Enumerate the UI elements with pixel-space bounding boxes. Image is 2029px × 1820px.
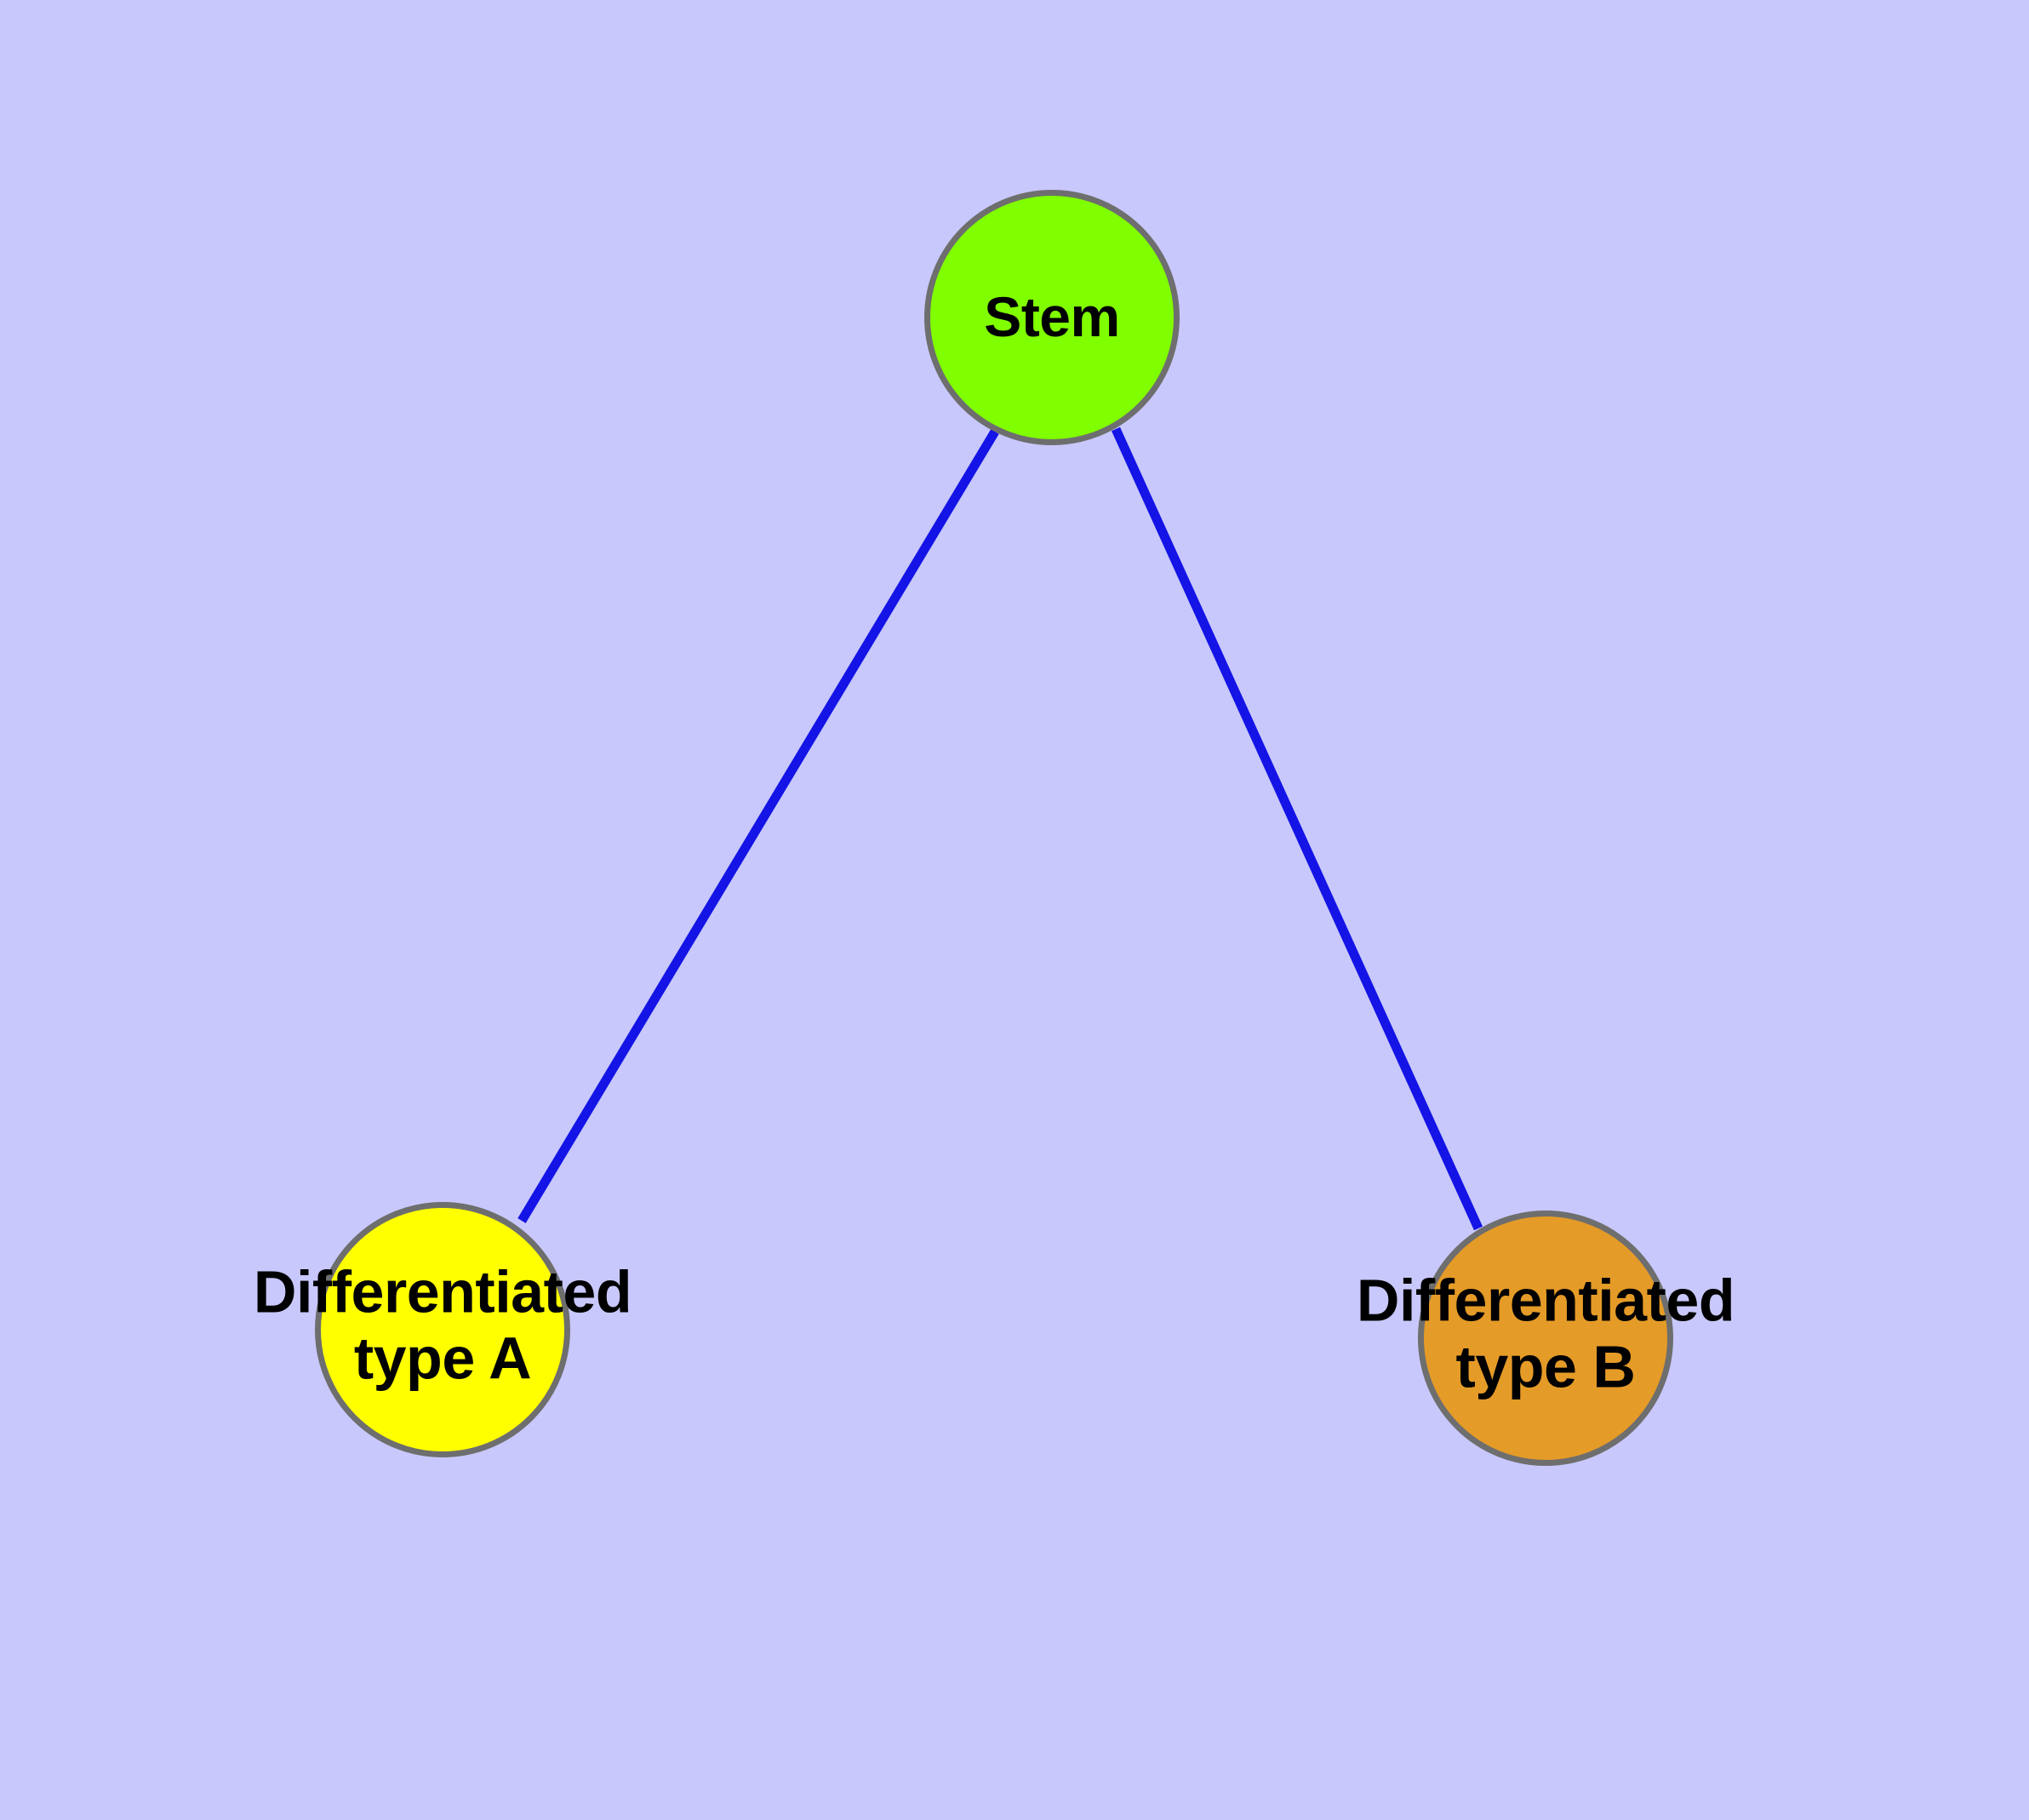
node-stem[interactable]: [924, 190, 1180, 445]
node-differentiated-type-b[interactable]: [1418, 1210, 1673, 1466]
edge-stem-to-diff-b[interactable]: [1111, 426, 1483, 1231]
node-layer: [315, 190, 1673, 1466]
edge-stem-to-diff-a[interactable]: [517, 429, 999, 1223]
node-differentiated-type-a[interactable]: [315, 1202, 570, 1457]
edge-layer: [517, 426, 1483, 1231]
